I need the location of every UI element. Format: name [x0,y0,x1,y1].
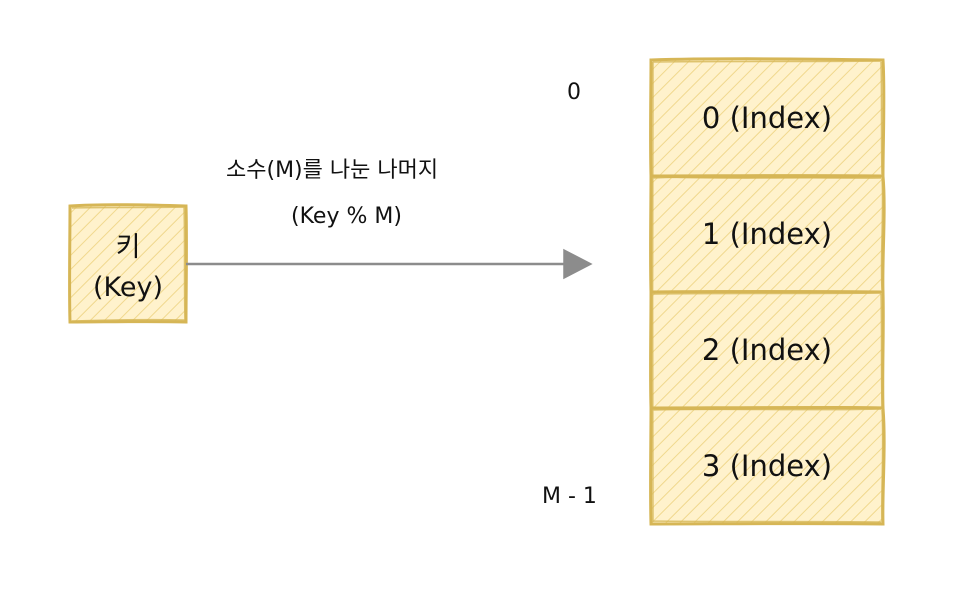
arrow-label-line2: (Key % M) [291,204,402,229]
table-cell-3-shape [649,405,886,526]
table-cell-0: 0 (Index) [701,101,833,135]
table-rough-strokes [651,60,884,523]
index-label-bottom: M - 1 [542,484,597,509]
index-label-top: 0 [567,80,581,105]
table-cell-3: 3 (Index) [701,449,833,483]
key-box-line2: (Key) [92,272,164,303]
key-box-text: 키 (Key) [70,206,186,322]
table-cell-2: 2 (Index) [701,333,833,367]
table-cell-1: 1 (Index) [701,217,833,251]
key-box-line1: 키 [115,232,141,263]
arrow-label-line1: 소수(M)를 나눈 나머지 [226,158,439,183]
key-box [68,203,188,324]
mapping-arrow-head [563,248,593,280]
key-box-outline-rough [71,206,186,322]
